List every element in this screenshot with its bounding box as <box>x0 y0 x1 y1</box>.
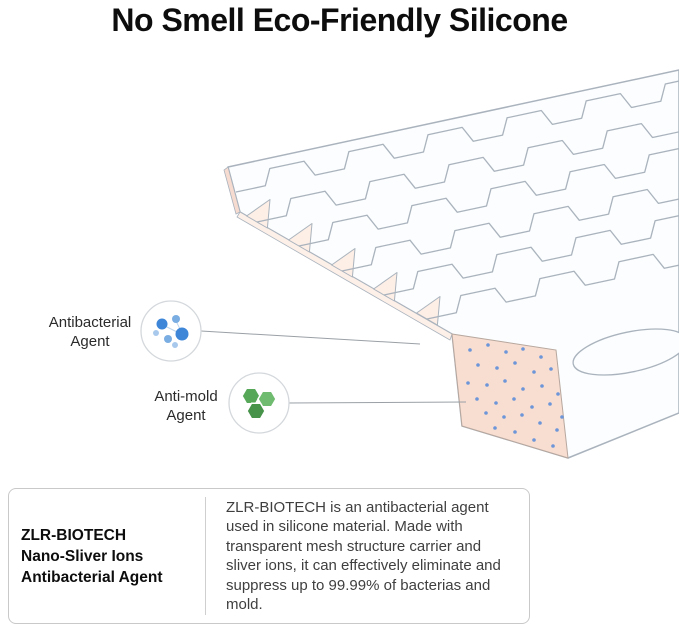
anti-mold-agent-badge <box>228 372 290 434</box>
antibacterial-agent-badge <box>140 300 202 362</box>
anti-mold-label-line2: Agent <box>166 407 206 424</box>
antibacterial-leader-line <box>200 330 421 345</box>
antibacterial-agent-icon <box>153 315 189 348</box>
antibacterial-callout-label: Antibacterial Agent <box>36 313 144 351</box>
brand-name: ZLR-BIOTECH <box>21 526 127 544</box>
brand-subtitle-2: Antibacterial Agent <box>21 568 163 586</box>
info-box-description-area: ZLR-BIOTECH is an antibacterial agent us… <box>206 489 529 623</box>
brand-subtitle-1: Nano-Sliver Ions <box>21 547 144 565</box>
keyboard-cover-sheet <box>223 69 679 459</box>
info-box-description: ZLR-BIOTECH is an antibacterial agent us… <box>226 498 501 614</box>
info-box-divider <box>205 497 206 615</box>
info-box-heading: ZLR-BIOTECH Nano-Sliver Ions Antibacteri… <box>9 489 205 623</box>
info-box: ZLR-BIOTECH Nano-Sliver Ions Antibacteri… <box>8 488 530 624</box>
anti-mold-label-line1: Anti-mold <box>154 388 218 405</box>
anti-mold-callout-label: Anti-mold Agent <box>144 387 228 425</box>
antibacterial-label-line1: Antibacterial <box>48 314 132 331</box>
antibacterial-label-line2: Agent <box>70 333 110 350</box>
anti-mold-agent-icon <box>241 387 277 420</box>
key-ridge-rows <box>235 80 679 320</box>
cross-section-face <box>451 333 569 459</box>
anti-mold-leader-line <box>286 401 467 404</box>
page-title: No Smell Eco-Friendly Silicone <box>111 2 568 38</box>
touchpad-oval <box>572 328 679 376</box>
silver-ion-dots <box>466 343 564 448</box>
